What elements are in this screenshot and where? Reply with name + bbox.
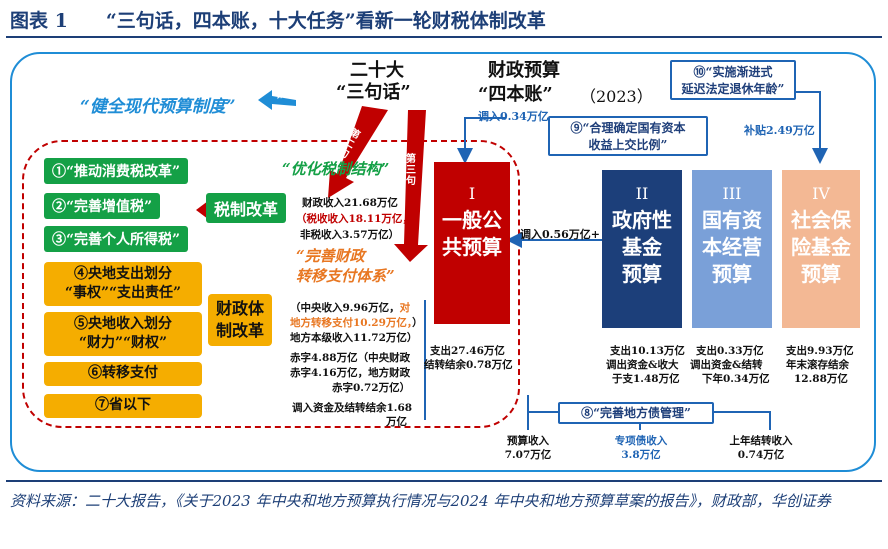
revenue-nontax: 非税收入3.57万亿） <box>300 229 400 241</box>
transfer-central: （中央收入9.96万亿， <box>290 302 400 314</box>
debt-special-bonds: 专项债收入 3.8万亿 <box>606 434 676 462</box>
fiscal-task-5: ⑤央地收入划分 “财力”“财权” <box>44 312 202 356</box>
book1-roman: I <box>468 184 476 203</box>
task9-line2: 收益上交比例” <box>588 138 668 152</box>
deficit-line3: 赤字0.72万亿） <box>332 382 411 394</box>
deficit-line2: 赤字4.16万亿，地方财政 <box>290 367 411 379</box>
tax-task-1: ①“推动消费税改革” <box>44 158 189 184</box>
fiscal-task-7: ⑦省以下 <box>44 394 202 418</box>
debt1-line1: 预算收入 <box>507 435 549 447</box>
sentence2-tax-structure: “优化税制结构” <box>282 160 390 178</box>
fiscal-task-5-line1: ⑤央地收入划分 <box>74 316 172 332</box>
debt3-line1: 上年结转收入 <box>729 435 793 447</box>
book4-line3: 预算 <box>801 262 841 286</box>
four-accounts-line1: 财政预算 <box>488 60 560 81</box>
top-rule <box>6 36 882 38</box>
flow-subsidy: 补贴2.49万亿 <box>744 124 815 137</box>
fiscal-task-6: ⑥转移支付 <box>44 362 202 386</box>
task10-line2: 延迟法定退休年龄” <box>681 82 785 96</box>
spend3-line1: 支出0.33万亿 <box>696 345 764 357</box>
spend2-line1: 支出10.13万亿 <box>610 345 685 357</box>
transfer-close: ） <box>412 317 423 329</box>
book4-roman: IV <box>812 184 830 203</box>
spend1-line2: 结转结余0.78万亿 <box>424 359 513 371</box>
book-social-insurance-budget: IV 社会保 险基金 预算 <box>782 170 860 328</box>
book4-line1: 社会保 <box>791 208 851 232</box>
sentence1-modern-budget: “健全现代预算制度” <box>80 97 236 117</box>
figure-title: 图表 1 “三句话，四本账，十大任务”看新一轮财税体制改革 <box>10 10 546 32</box>
spend3-line3: 下年0.34万亿 <box>702 373 770 385</box>
book4-line2: 险基金 <box>791 235 851 259</box>
book2-roman: II <box>635 184 649 203</box>
tax-task-3: ③“完善个人所得税” <box>44 226 189 252</box>
book-general-public-budget: I 一般公 共预算 <box>434 162 510 324</box>
debt3-line2: 0.74万亿 <box>737 449 785 461</box>
book3-roman: III <box>722 184 742 203</box>
fiscal-task-4: ④央地支出划分 “事权”“支出责任” <box>44 262 202 306</box>
fiscal-task-5-line2: “财力”“财权” <box>78 335 168 351</box>
source-note: 资料来源：二十大报告，《关于2023 年中央和地方预算执行情况与2024 年中央… <box>10 492 831 510</box>
sentence3-line2: 转移支付体系” <box>296 267 395 285</box>
debt2-line1: 专项债收入 <box>614 435 668 447</box>
spend4-line2: 年末滚存结余 <box>786 359 849 371</box>
book1-line1: 一般公 <box>442 208 502 232</box>
spend1-line1: 支出27.46万亿 <box>430 345 505 357</box>
transfer-line1: （中央收入9.96万亿，对 <box>290 301 410 315</box>
book2-line3: 预算 <box>622 262 662 286</box>
fiscal-reform-label-line2: 制改革 <box>215 321 264 340</box>
bottom-rule <box>6 480 882 482</box>
revenue-tax: （税收收入18.11万亿， <box>296 213 413 225</box>
book2-line2: 基金 <box>622 235 662 259</box>
sentence3-transfer-system: “完善财政 转移支付体系” <box>296 246 395 286</box>
spend2-line2: 调出资金&收大 <box>606 359 679 371</box>
transfer-local: 地方转移支付10.29万亿， <box>290 317 413 329</box>
sentence3-line1: “完善财政 <box>296 247 365 265</box>
fiscal-task-4-line1: ④央地支出划分 <box>74 266 172 282</box>
flow-in-056: 调入0.56万亿+ <box>520 228 601 241</box>
book-government-fund-budget: II 政府性 基金 预算 <box>602 170 682 328</box>
four-accounts-year: （2023） <box>580 87 653 106</box>
fiscal-reform-label: 财政体 制改革 <box>208 294 272 346</box>
outer-frame <box>10 52 876 472</box>
task9-line1: ⑨“合理确定国有资本 <box>570 121 686 135</box>
book3-line1: 国有资 <box>702 208 762 232</box>
book3-line2: 本经营 <box>702 235 762 259</box>
debt-carryover: 上年结转收入 0.74万亿 <box>716 434 806 462</box>
transfer-line2: 地方转移支付10.29万亿，） <box>290 316 423 330</box>
carry-line2: 万亿 <box>386 416 407 428</box>
flow-in-034: 调入0.34万亿 <box>478 110 549 123</box>
spend2-line3: 于支1.48万亿 <box>612 373 680 385</box>
task10-callout: ⑩“实施渐进式 延迟法定退休年龄” <box>670 60 796 100</box>
transfer-line3: 地方本级收入11.72万亿） <box>290 332 418 344</box>
task10-line1: ⑩“实施渐进式 <box>693 65 773 79</box>
task8-callout: ⑧“完善地方债管理” <box>558 402 714 424</box>
tax-reform-label: 税制改革 <box>206 193 287 223</box>
reform-frame <box>22 140 520 428</box>
deficit-line1: 赤字4.88万亿（中央财政 <box>290 352 411 364</box>
book2-line1: 政府性 <box>612 208 672 232</box>
spend3-line2: 调出资金&结转 <box>690 359 763 371</box>
debt2-line2: 3.8万亿 <box>621 449 661 461</box>
three-sentences-line1: 二十大 <box>350 60 404 81</box>
carry-line1: 调入资金及结转结余1.68 <box>292 402 413 414</box>
revenue-total: 财政收入21.68万亿 <box>302 197 398 209</box>
book1-line2: 共预算 <box>442 235 502 259</box>
transfer-to: 对 <box>399 302 411 314</box>
task9-callout: ⑨“合理确定国有资本 收益上交比例” <box>548 116 708 156</box>
tax-task-2: ②“完善增值税” <box>44 193 161 219</box>
four-accounts-line2: “四本账” <box>478 84 553 105</box>
debt-budget-revenue: 预算收入 7.07万亿 <box>498 434 558 462</box>
book-state-capital-budget: III 国有资 本经营 预算 <box>692 170 772 328</box>
debt1-line2: 7.07万亿 <box>504 449 552 461</box>
spend4-line3: 12.88万亿 <box>794 373 848 385</box>
three-sentences-line2: “三句话” <box>336 82 411 103</box>
book3-line3: 预算 <box>712 262 752 286</box>
arrow-third-label: 第三句 <box>406 154 416 187</box>
fiscal-reform-label-line1: 财政体 <box>215 299 264 318</box>
fiscal-task-4-line2: “事权”“支出责任” <box>64 285 182 301</box>
spend4-line1: 支出9.93万亿 <box>786 345 854 357</box>
